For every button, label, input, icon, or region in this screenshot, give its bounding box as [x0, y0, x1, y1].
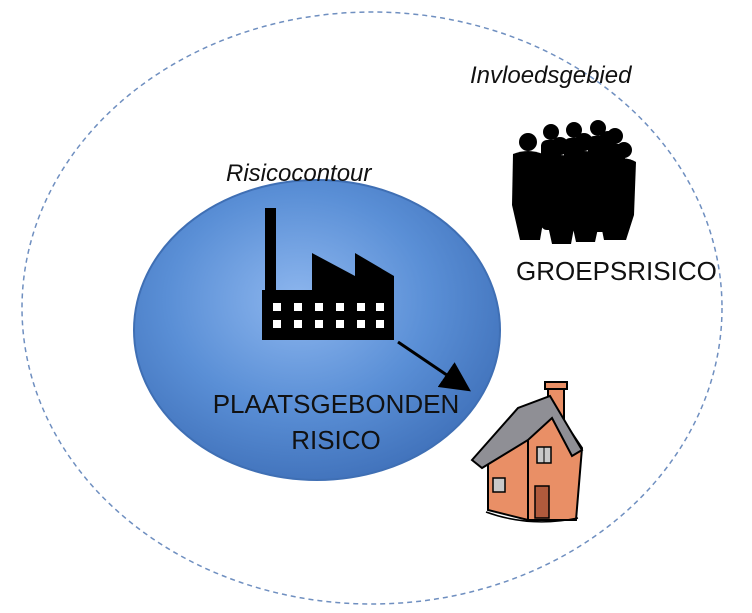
factory-icon — [262, 208, 394, 340]
risk-contour-label: Risicocontour — [226, 160, 372, 187]
house-icon — [470, 381, 584, 523]
crowd-silhouette-icon — [512, 120, 636, 244]
influence-area-label: Invloedsgebied — [470, 62, 632, 89]
influence-area-boundary — [21, 11, 723, 605]
location-risk-line1: PLAATSGEBONDEN — [212, 389, 460, 419]
arrow-icon — [397, 340, 471, 392]
location-risk-line2: RISICO — [291, 425, 381, 455]
location-risk-label: PLAATSGEBONDEN RISICO — [190, 386, 482, 458]
group-risk-label: GROEPSRISICO — [516, 256, 717, 286]
